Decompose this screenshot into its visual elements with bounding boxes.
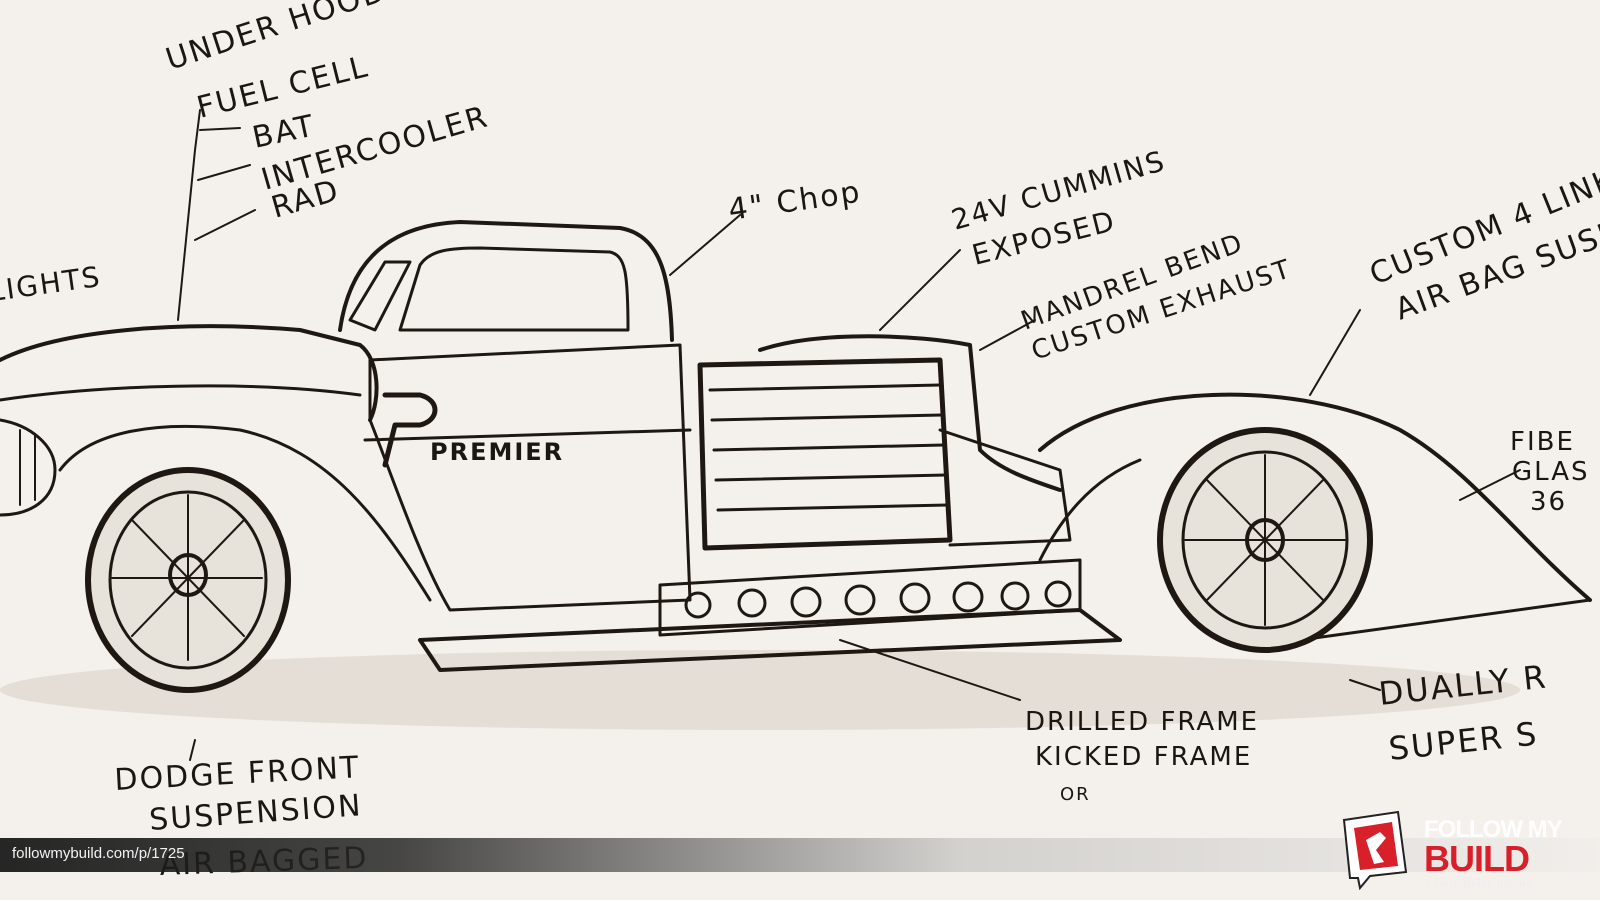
note-frame-2: KICKED FRAME (1035, 742, 1252, 772)
followmybuild-logo[interactable]: FOLLOW MY BUILD Learn. Build. Inspire. (1340, 808, 1590, 894)
truck-body (0, 220, 1592, 672)
note-fiberglass-1: FIBE (1510, 427, 1575, 457)
note-fiberglass-3: 36 (1530, 487, 1567, 517)
footer-url[interactable]: followmybuild.com/p/1725 (12, 845, 185, 862)
rear-wheel (1157, 427, 1373, 653)
note-frame-1: DRILLED FRAME (1025, 707, 1259, 737)
front-wheel (85, 467, 291, 693)
drilled-frame-holes (684, 580, 1072, 619)
logo-build-text: BUILD (1424, 838, 1530, 879)
logo-mark-icon (1342, 810, 1408, 890)
logo-tagline: Learn. Build. Inspire. (1426, 876, 1537, 890)
note-or: OR (1060, 784, 1091, 805)
note-fiberglass-2: GLAS (1512, 457, 1590, 487)
callout-lines (177, 109, 1521, 761)
logo-follow-text: FOLLOW MY (1424, 816, 1563, 843)
footer-bar (0, 838, 1600, 872)
door-logo-text: PREMIER (430, 438, 564, 466)
